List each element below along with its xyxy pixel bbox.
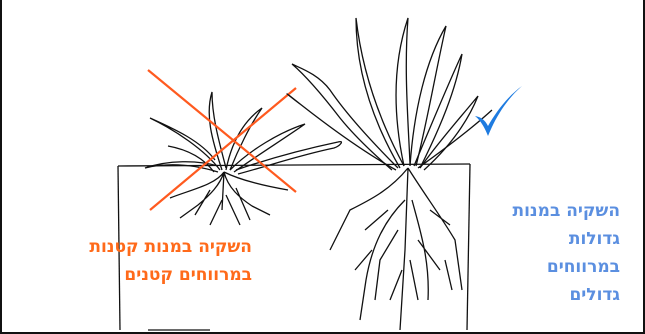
large-doses-line-1: השקיה במנות <box>470 197 620 225</box>
large-doses-label: השקיה במנות גדולות במרווחים גדולים <box>470 197 620 309</box>
large-doses-line-2: גדולות <box>470 225 620 253</box>
small-doses-label: השקיה במנות קטנות במרווחים קטנים <box>0 233 252 289</box>
small-plant <box>145 92 341 225</box>
tall-plant <box>287 18 492 330</box>
small-doses-line-2: במרווחים קטנים <box>0 261 252 289</box>
check-mark-icon <box>472 82 524 140</box>
cross-mark-icon <box>148 70 296 210</box>
large-doses-line-4: גדולים <box>470 281 620 309</box>
small-doses-line-1: השקיה במנות קטנות <box>0 233 252 261</box>
large-doses-line-3: במרווחים <box>470 253 620 281</box>
